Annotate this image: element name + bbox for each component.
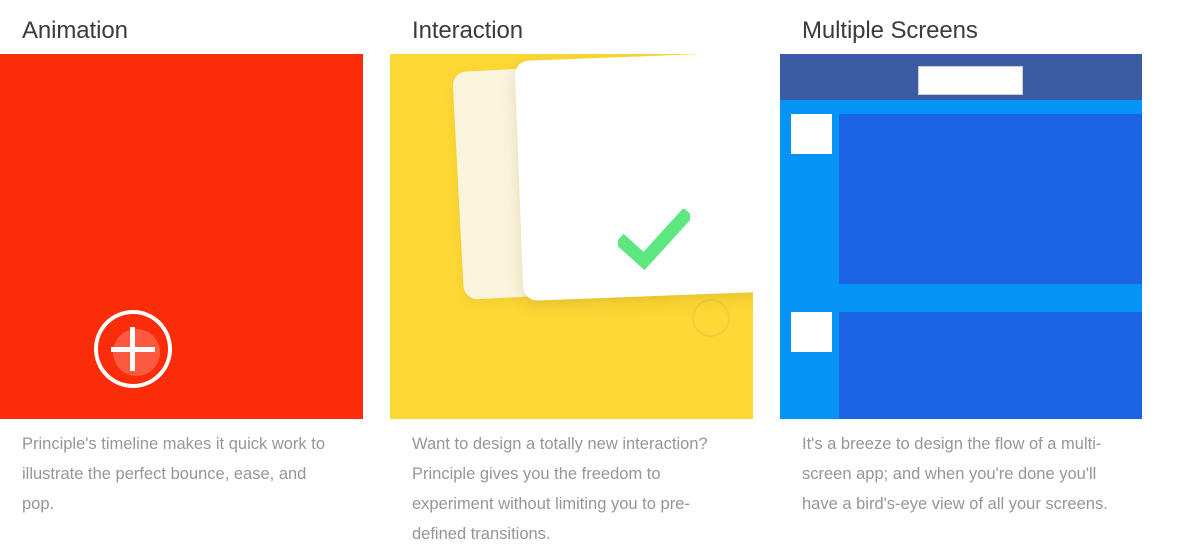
animation-preview-image[interactable]	[0, 54, 363, 419]
feature-card-interaction: Interaction Want to design a totally new…	[390, 0, 753, 549]
multiple-screens-preview-image[interactable]	[780, 54, 1142, 419]
feature-caption-interaction: Want to design a totally new interaction…	[412, 435, 708, 543]
screen-thumbnail[interactable]	[791, 312, 832, 352]
app-toolbar	[780, 54, 1142, 100]
feature-card-animation: Animation Principle's timeline makes it …	[0, 0, 363, 519]
interaction-preview-image[interactable]	[390, 54, 753, 419]
plus-icon-vertical-stroke	[130, 327, 135, 371]
check-mark-icon	[618, 209, 690, 271]
tap-target-circle-icon	[692, 299, 730, 337]
screen-canvas-block[interactable]	[839, 114, 1142, 284]
feature-caption-multiple-screens: It's a breeze to design the flow of a mu…	[802, 435, 1108, 513]
screen-canvas-block[interactable]	[839, 312, 1142, 419]
feature-heading-multiple-screens: Multiple Screens	[802, 17, 978, 44]
plus-in-circle-icon	[94, 310, 172, 388]
feature-card-multiple-screens: Multiple Screens It's a breeze to design…	[780, 0, 1142, 519]
screen-row[interactable]	[780, 302, 1142, 419]
feature-caption-animation: Principle's timeline makes it quick work…	[22, 435, 326, 513]
screen-thumbnail[interactable]	[791, 114, 832, 154]
feature-heading-animation: Animation	[22, 17, 128, 44]
toolbar-text-field[interactable]	[918, 66, 1023, 95]
screen-row[interactable]	[780, 104, 1142, 294]
feature-heading-interaction: Interaction	[412, 17, 523, 44]
